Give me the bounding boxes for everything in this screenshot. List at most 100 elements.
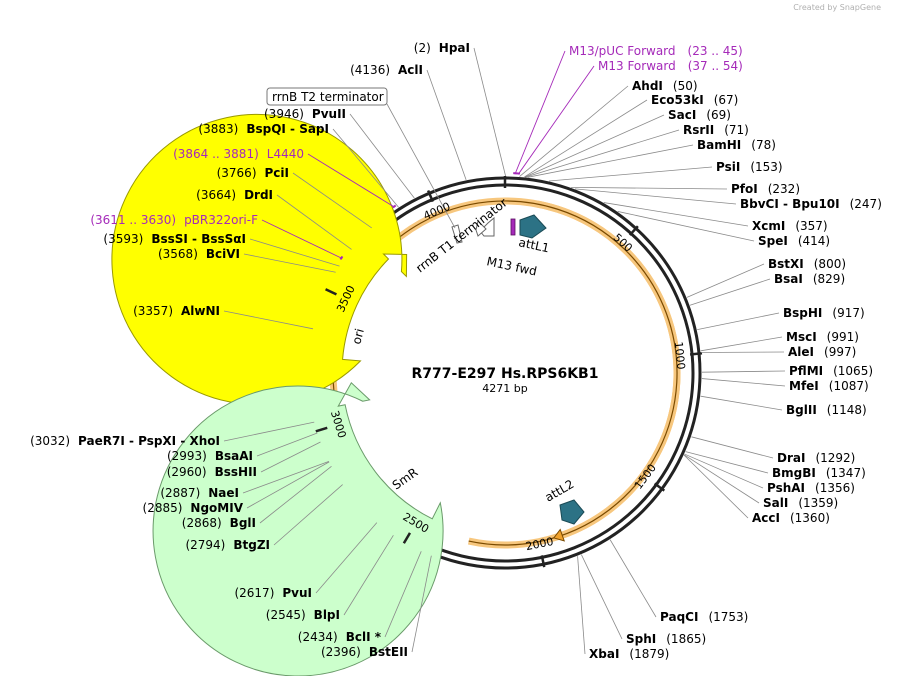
- site-label: XcmI(357): [752, 219, 828, 233]
- site-label: BmgBI(1347): [772, 466, 866, 480]
- site-leader: [617, 211, 755, 242]
- rrnB-T1-feature-b: [475, 220, 487, 237]
- site-leader: [580, 554, 623, 640]
- site-name: BspHI: [783, 306, 822, 320]
- site-leader: [343, 535, 394, 616]
- site-leader: [570, 186, 728, 190]
- site-leader: [524, 114, 665, 178]
- site-name: PfoI: [731, 182, 758, 196]
- site-position: (50): [673, 79, 698, 93]
- attL1-label: attL1: [517, 235, 550, 255]
- site-name: SacI: [668, 108, 696, 122]
- ori-feature: [111, 113, 408, 405]
- smr-feature: [152, 381, 444, 676]
- site-name: SphI: [626, 632, 656, 646]
- restriction-site: AccI(1360): [683, 454, 830, 525]
- site-position: (1879): [629, 647, 669, 661]
- restriction-site: PflMI(1065): [701, 364, 873, 378]
- site-name: BsaI: [774, 272, 803, 286]
- site-label-layer: (2)HpaIAhdI(50)Eco53kI(67)SacI(69)RsrII(…: [30, 41, 882, 661]
- site-name: AclI: [398, 63, 423, 77]
- site-leader: [332, 128, 399, 208]
- restriction-site: BstXI(800): [686, 257, 846, 298]
- restriction-site: DraI(1292): [691, 436, 855, 465]
- site-leader: [260, 441, 321, 473]
- site-name: BtgZI: [233, 538, 270, 552]
- site-leader: [273, 484, 343, 546]
- credit-text: Created by SnapGene: [793, 3, 881, 12]
- site-leader: [519, 85, 629, 177]
- primer-range: (23 .. 45): [688, 44, 743, 58]
- restriction-site: (3568)BciVI: [158, 247, 336, 273]
- site-name: PsiI: [716, 160, 740, 174]
- site-leader: [701, 378, 786, 387]
- tick-mark: [653, 482, 666, 492]
- site-label: BglII(1148): [786, 403, 867, 417]
- site-label: (3664)DrdI: [196, 188, 273, 202]
- site-position: (2960): [167, 465, 207, 479]
- site-label: AhdI(50): [632, 79, 698, 93]
- restriction-site: SpeI(414): [617, 211, 830, 248]
- primer-label: (3864 .. 3881)L4440: [173, 147, 304, 161]
- site-position: (153): [750, 160, 782, 174]
- tick-label: 2000: [525, 535, 555, 553]
- site-label: PfoI(232): [731, 182, 800, 196]
- tick-mark: [325, 288, 337, 296]
- site-leader: [349, 113, 415, 199]
- restriction-site: (2868)BglI: [182, 465, 332, 530]
- site-leader: [609, 539, 657, 618]
- primer-marker: [339, 255, 344, 260]
- site-position: (1292): [815, 451, 855, 465]
- site-label: (3568)BciVI: [158, 247, 240, 261]
- restriction-site: PshAI(1356): [684, 453, 855, 495]
- site-label: MscI(991): [786, 330, 859, 344]
- site-name: BclI *: [346, 630, 382, 644]
- primer-marker: [392, 204, 397, 209]
- site-label: DraI(1292): [777, 451, 855, 465]
- site-name: NaeI: [208, 486, 239, 500]
- site-label: SpeI(414): [758, 234, 830, 248]
- site-leader: [276, 194, 352, 250]
- rrnB-T2-marker: [451, 224, 463, 244]
- site-position: (3032): [30, 434, 70, 448]
- site-leader: [700, 351, 785, 353]
- restriction-site: BamHI(78): [527, 138, 776, 178]
- site-leader: [603, 202, 749, 227]
- site-name: BstXI: [768, 257, 804, 271]
- site-position: (69): [706, 108, 731, 122]
- site-position: (2): [414, 41, 431, 55]
- site-leader: [292, 172, 372, 229]
- site-label: AleI(997): [788, 345, 856, 359]
- restriction-site: MscI(991): [700, 330, 859, 352]
- site-leader: [524, 99, 648, 178]
- site-label: Eco53kI(67): [651, 93, 738, 107]
- rrnB-T2-box: [266, 87, 388, 106]
- site-leader: [684, 453, 764, 489]
- primer-name: M13 Forward: [598, 59, 676, 73]
- primer-label: (3611 .. 3630)pBR322ori-F: [90, 213, 258, 227]
- primer-label: M13/pUC Forward(23 .. 45): [569, 44, 743, 58]
- site-name: BssSI - BssSαI: [151, 232, 246, 246]
- restriction-site: (2885)NgoMIV: [143, 461, 330, 515]
- site-name: BssHII: [215, 465, 257, 479]
- restriction-site: (3766)PciI: [217, 166, 372, 229]
- site-position: (3568): [158, 247, 198, 261]
- site-position: (1865): [666, 632, 706, 646]
- site-leader: [473, 47, 506, 177]
- site-position: (71): [724, 123, 749, 137]
- tick-mark: [689, 352, 703, 356]
- restriction-site: XcmI(357): [603, 202, 828, 233]
- site-leader: [685, 451, 769, 474]
- site-position: (3357): [133, 304, 173, 318]
- site-position: (1356): [815, 481, 855, 495]
- site-label: MfeI(1087): [789, 379, 869, 393]
- site-position: (2868): [182, 516, 222, 530]
- restriction-site: (2794)BtgZI: [185, 484, 343, 552]
- rrnB-T2-leader: [386, 103, 456, 229]
- tick-mark: [402, 532, 412, 544]
- site-label: XbaI(1879): [589, 647, 669, 661]
- site-leader: [384, 551, 422, 638]
- site-leader: [242, 461, 330, 494]
- site-leader: [700, 336, 783, 352]
- site-leader: [700, 395, 783, 411]
